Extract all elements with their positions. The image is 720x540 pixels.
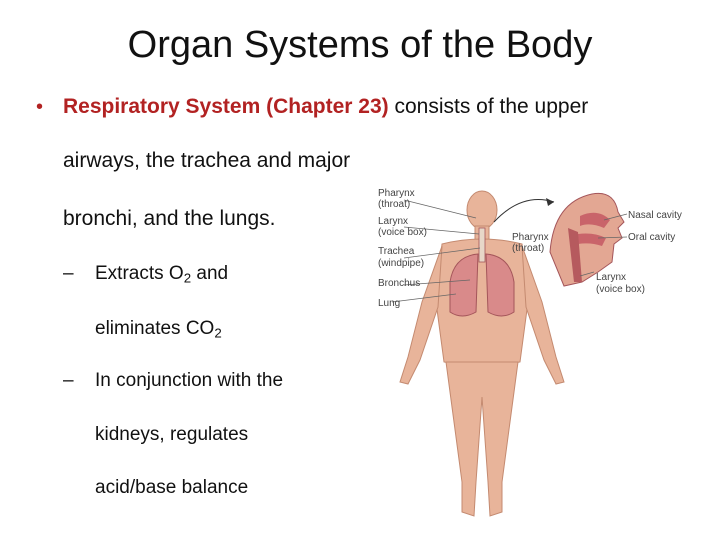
subpoint-1-subscript-b: 2: [214, 325, 222, 341]
subpoint-2-line-1: In conjunction with the: [95, 370, 284, 391]
label-larynx-sub: (voice box): [378, 227, 427, 238]
bullet-line-1: Respiratory System (Chapter 23) consists…: [63, 94, 588, 119]
subpoint-1-subscript-a: 2: [183, 270, 192, 286]
label-trachea-sub: (windpipe): [378, 258, 424, 269]
label-bronchus: Bronchus: [378, 278, 420, 289]
label-trachea: Trachea: [378, 246, 415, 257]
leader-lines-left: [391, 199, 481, 303]
label-larynx-2: Larynx: [596, 272, 626, 283]
subpoint-1-text-a: Extracts O: [95, 263, 184, 284]
label-pharynx-2: Pharynx: [512, 232, 549, 243]
subpoint-2-line-2: kidneys, regulates: [95, 424, 249, 445]
bullet-marker: •: [36, 96, 44, 118]
subpoint-1-text-c: eliminates CO: [95, 318, 215, 339]
head-cross-section: [549, 192, 625, 287]
lungs: [449, 253, 515, 317]
label-larynx: Larynx: [378, 216, 408, 227]
label-pharynx: Pharynx: [378, 188, 415, 199]
label-pharynx-sub: (throat): [378, 199, 410, 210]
label-larynx-2-sub: (voice box): [596, 284, 645, 295]
label-nasal-cavity: Nasal cavity: [628, 210, 682, 221]
subpoint-1-line-1: Extracts O2 and: [95, 263, 228, 285]
pointer-arrow: [493, 199, 555, 223]
bullet-line-3: bronchi, and the lungs.: [63, 207, 276, 230]
subpoint-1-text-b: and: [191, 263, 229, 284]
bullet-highlight: Respiratory System (Chapter 23): [63, 95, 389, 118]
label-oral-cavity: Oral cavity: [628, 232, 675, 243]
subpoint-2-marker: –: [63, 370, 74, 391]
bullet-line-2: airways, the trachea and major: [63, 149, 351, 172]
label-lung: Lung: [378, 298, 400, 309]
leader-lines-right: [579, 213, 628, 277]
trachea-shape: [478, 227, 486, 263]
subpoint-1-line-2: eliminates CO2: [95, 318, 222, 340]
subpoint-1-marker: –: [63, 263, 74, 284]
respiratory-anatomy-figure: Pharynx (throat) Larynx (voice box) Trac…: [342, 182, 690, 528]
label-pharynx-2-sub: (throat): [512, 243, 544, 254]
subpoint-2-line-3: acid/base balance: [95, 477, 249, 498]
bullet-line-1-rest: consists of the upper: [388, 95, 589, 118]
anatomy-illustration: Pharynx (throat) Larynx (voice box) Trac…: [378, 188, 682, 517]
slide-title: Organ Systems of the Body: [127, 24, 593, 66]
